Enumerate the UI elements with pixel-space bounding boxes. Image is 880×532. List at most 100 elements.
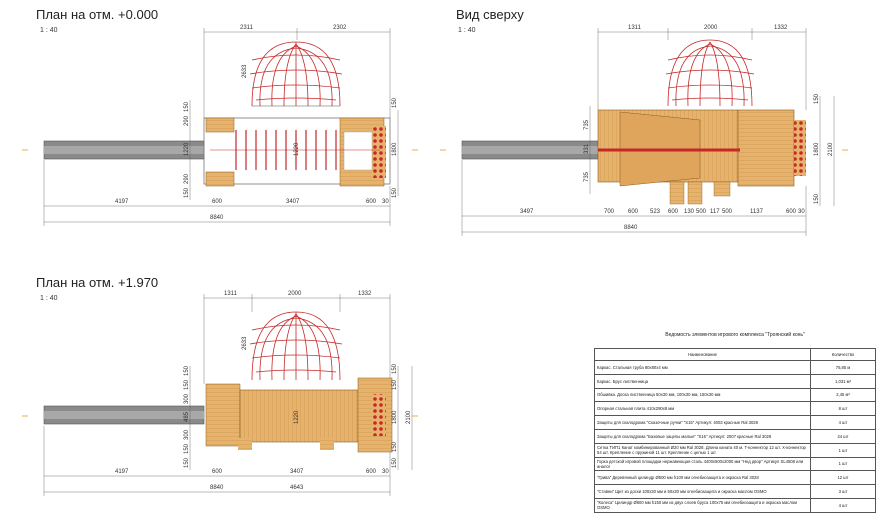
dim-l1: 735 [584, 119, 590, 130]
dim-l6: 150 [184, 443, 190, 454]
net-dome [665, 39, 755, 107]
dim-r3: 1800 [392, 410, 398, 424]
dim-r-total: 2100 [406, 410, 412, 424]
row-qty: 4 шт [810, 497, 876, 513]
row-qty: 1,031 м³ [810, 373, 876, 389]
dim-b1: 3497 [520, 209, 534, 215]
dim-b10: 1137 [750, 209, 764, 215]
row-qty: 76,85 м [810, 360, 876, 375]
row-qty: 2,45 м³ [810, 387, 876, 403]
row-name: Обшивка. Доска лиственница 50х30 мм, 100… [594, 387, 811, 403]
left-tower [205, 117, 235, 133]
table-row: "Ставни" Щит из доски 100х30 мм и 50х30 … [594, 484, 876, 499]
roof-right [737, 109, 795, 187]
dim-l5: 150 [184, 187, 190, 198]
dim-l2: 290 [184, 115, 190, 126]
row-qty: 1 шт [810, 456, 876, 472]
row-name: Защиты для скалодрома "Сказочные ручки" … [594, 415, 811, 430]
view-scale-top: 1 : 40 [458, 27, 476, 34]
dim-r5: 150 [392, 457, 398, 468]
view-scale-plan197: 1 : 40 [40, 295, 58, 302]
dim-l5: 300 [184, 429, 190, 440]
dim-top-1: 2311 [240, 25, 254, 31]
row-qty: 3 шт [810, 484, 876, 499]
dim-r2: 1800 [814, 142, 820, 156]
dim-b4: 600 [366, 199, 377, 205]
dim-b2: 600 [212, 199, 223, 205]
table-row: "Колеса" Цилиндр Ø600 мм h150 мм из двух… [594, 497, 876, 513]
dim-r2: 1800 [392, 142, 398, 156]
dim-net: 2633 [242, 64, 248, 78]
dim-l3: 300 [184, 393, 190, 404]
dim-top-1: 1311 [224, 291, 238, 297]
col-qty-header: Количество [810, 348, 876, 361]
dim-r3: 150 [392, 187, 398, 198]
dim-b12: 30 [798, 209, 805, 215]
dim-b9: 500 [722, 209, 733, 215]
top-drawing: 1311 2000 1332 3497 700 600 523 600 130 … [440, 25, 848, 236]
row-name: Защиты для скалодрома "Базовые зацепы ма… [594, 428, 811, 444]
table-row: Горка детской игровой площадки нержавеющ… [594, 456, 876, 472]
dim-b1: 4197 [115, 469, 129, 475]
row-name: Горка детской игровой площадки нержавеющ… [594, 456, 811, 472]
dim-top-3: 1332 [358, 291, 372, 297]
dim-center: 1220 [294, 142, 300, 156]
dim-net: 2633 [242, 336, 248, 350]
dim-total: 8840 [624, 225, 638, 231]
dim-l2: 331 [584, 143, 590, 154]
row-qty: 1 шт [810, 442, 876, 458]
dim-l4: 290 [184, 173, 190, 184]
dim-b2: 700 [604, 209, 615, 215]
dim-b7: 500 [696, 209, 707, 215]
dim-total: 8840 [210, 485, 224, 491]
dim-l3: 1220 [184, 142, 190, 156]
table-row: "Грива" Деревянный цилиндр Ø500 мм h100 … [594, 470, 876, 486]
row-name: "Грива" Деревянный цилиндр Ø500 мм h100 … [594, 470, 811, 486]
view-title-top: Вид сверху [456, 7, 524, 22]
dim-b4: 600 [366, 469, 377, 475]
dim-b5: 600 [668, 209, 679, 215]
dim-total: 8840 [210, 215, 224, 221]
dim-l3: 735 [584, 171, 590, 182]
dim-center: 1220 [294, 410, 300, 424]
col-name-header: Наименование [594, 348, 811, 361]
dim-r4: 150 [392, 441, 398, 452]
row-qty: 24 шт [810, 428, 876, 444]
dim-b8: 117 [710, 209, 720, 215]
view-title-plan197: План на отм. +1.970 [36, 275, 159, 290]
dim-r2: 150 [392, 379, 398, 390]
dim-top-1: 1311 [628, 25, 642, 31]
row-name: Сетка ТИП1 Канат комбинированный Ø20 мм … [594, 442, 811, 458]
dim-top-2: 2000 [704, 25, 718, 31]
dim-r3: 150 [814, 193, 820, 204]
row-name: Опорная стальная плита 410х290х8 мм [594, 401, 811, 417]
dim-b2: 600 [212, 469, 223, 475]
dim-b4: 523 [650, 209, 661, 215]
dim-r-total: 2100 [828, 142, 834, 156]
table-row: Обшивка. Доска лиственница 50х30 мм, 100… [594, 387, 876, 403]
dim-r1: 150 [392, 97, 398, 108]
dim-r1: 150 [392, 363, 398, 374]
dim-deck: 4643 [290, 485, 304, 491]
dim-top-3: 1332 [774, 25, 788, 31]
view-scale-plan0: 1 : 40 [40, 27, 58, 34]
table-row: Сетка ТИП1 Канат комбинированный Ø20 мм … [594, 442, 876, 458]
table-row: Защиты для скалодрома "Сказочные ручки" … [594, 415, 876, 430]
row-name: "Ставни" Щит из доски 100х30 мм и 50х30 … [594, 484, 811, 499]
dim-b5: 30 [382, 469, 389, 475]
row-name: "Колеса" Цилиндр Ø600 мм h150 мм из двух… [594, 497, 811, 513]
view-title-plan0: План на отм. +0.000 [36, 7, 159, 22]
deck [239, 389, 359, 443]
plan197-drawing: 1311 2000 1332 4197 600 3407 600 30 8840… [22, 291, 418, 496]
dim-l7: 150 [184, 457, 190, 468]
spec-table: Наименование Количество Каркас. Стальная… [594, 348, 876, 513]
net-dome [249, 311, 343, 381]
spec-title: Ведомость элементов игрового комплекса "… [665, 332, 805, 338]
dim-l1: 150 [184, 365, 190, 376]
plan0-drawing: 2311 2302 4197 600 3407 600 30 8840 2633… [22, 25, 418, 226]
row-name: Каркас. Стальная труба 80х80х4 мм [594, 360, 811, 375]
